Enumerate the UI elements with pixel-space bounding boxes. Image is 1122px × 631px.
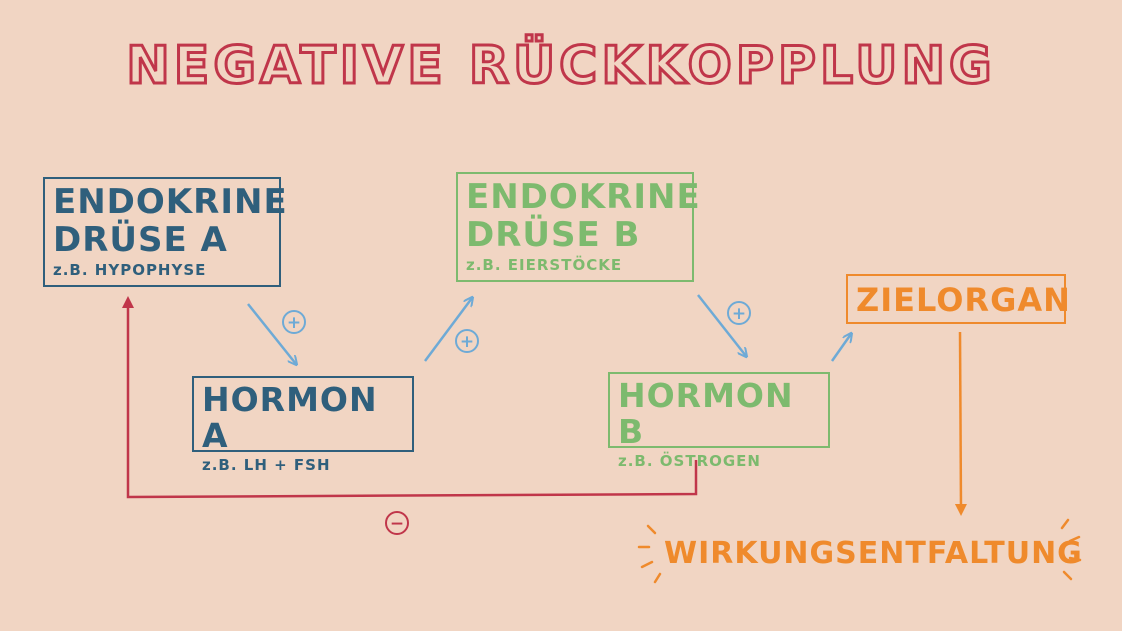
- hormone-a-label: HORMON A: [202, 380, 378, 455]
- hormone-a-example: z.B. LH + FSH: [202, 456, 331, 474]
- svg-text:+: +: [287, 313, 301, 333]
- svg-text:+: +: [732, 304, 746, 324]
- gland-a-label: ENDOKRINE DRÜSE A: [53, 182, 288, 260]
- arrow-gland-a-to-hormone-a: [247, 303, 296, 364]
- plus-sign-2: +: [455, 329, 479, 353]
- gland-b-label: ENDOKRINE DRÜSE B: [466, 177, 701, 255]
- target-organ-box: ZIELORGAN: [846, 274, 1071, 324]
- page-title: NEGATIVE RÜCKKOPPLUNG: [125, 35, 996, 98]
- minus-sign: −: [385, 511, 409, 535]
- gland-a-box: ENDOKRINE DRÜSE A z.B. HYPOPHYSE: [43, 177, 288, 287]
- gland-a-example: z.B. HYPOPHYSE: [53, 261, 207, 279]
- target-organ-label: ZIELORGAN: [856, 281, 1071, 319]
- gland-b-example: z.B. EIERSTÖCKE: [466, 256, 623, 274]
- hormone-b-example: z.B. ÖSTROGEN: [618, 452, 761, 470]
- plus-sign-3: +: [727, 301, 751, 325]
- effect-burst-left: [637, 524, 662, 584]
- gland-b-box: ENDOKRINE DRÜSE B z.B. EIERSTÖCKE: [456, 172, 701, 282]
- arrow-hormone-b-to-target: [830, 334, 851, 362]
- effect-burst-right: [1060, 518, 1082, 581]
- hormone-b-box: HORMON B z.B. ÖSTROGEN: [608, 372, 830, 470]
- negative-feedback-arrow: [122, 296, 698, 499]
- hormone-b-label: HORMON B: [618, 376, 794, 451]
- arrow-gland-b-to-hormone-b: [697, 294, 746, 356]
- hormone-a-box: HORMON A z.B. LH + FSH: [192, 376, 414, 474]
- svg-text:−: −: [390, 514, 404, 534]
- plus-sign-1: +: [282, 310, 306, 334]
- svg-text:+: +: [460, 332, 474, 352]
- arrow-hormone-a-to-gland-b: [423, 298, 472, 362]
- effect-label: WIRKUNGSENTFALTUNG: [664, 536, 1083, 571]
- arrow-target-to-effect: [954, 331, 967, 516]
